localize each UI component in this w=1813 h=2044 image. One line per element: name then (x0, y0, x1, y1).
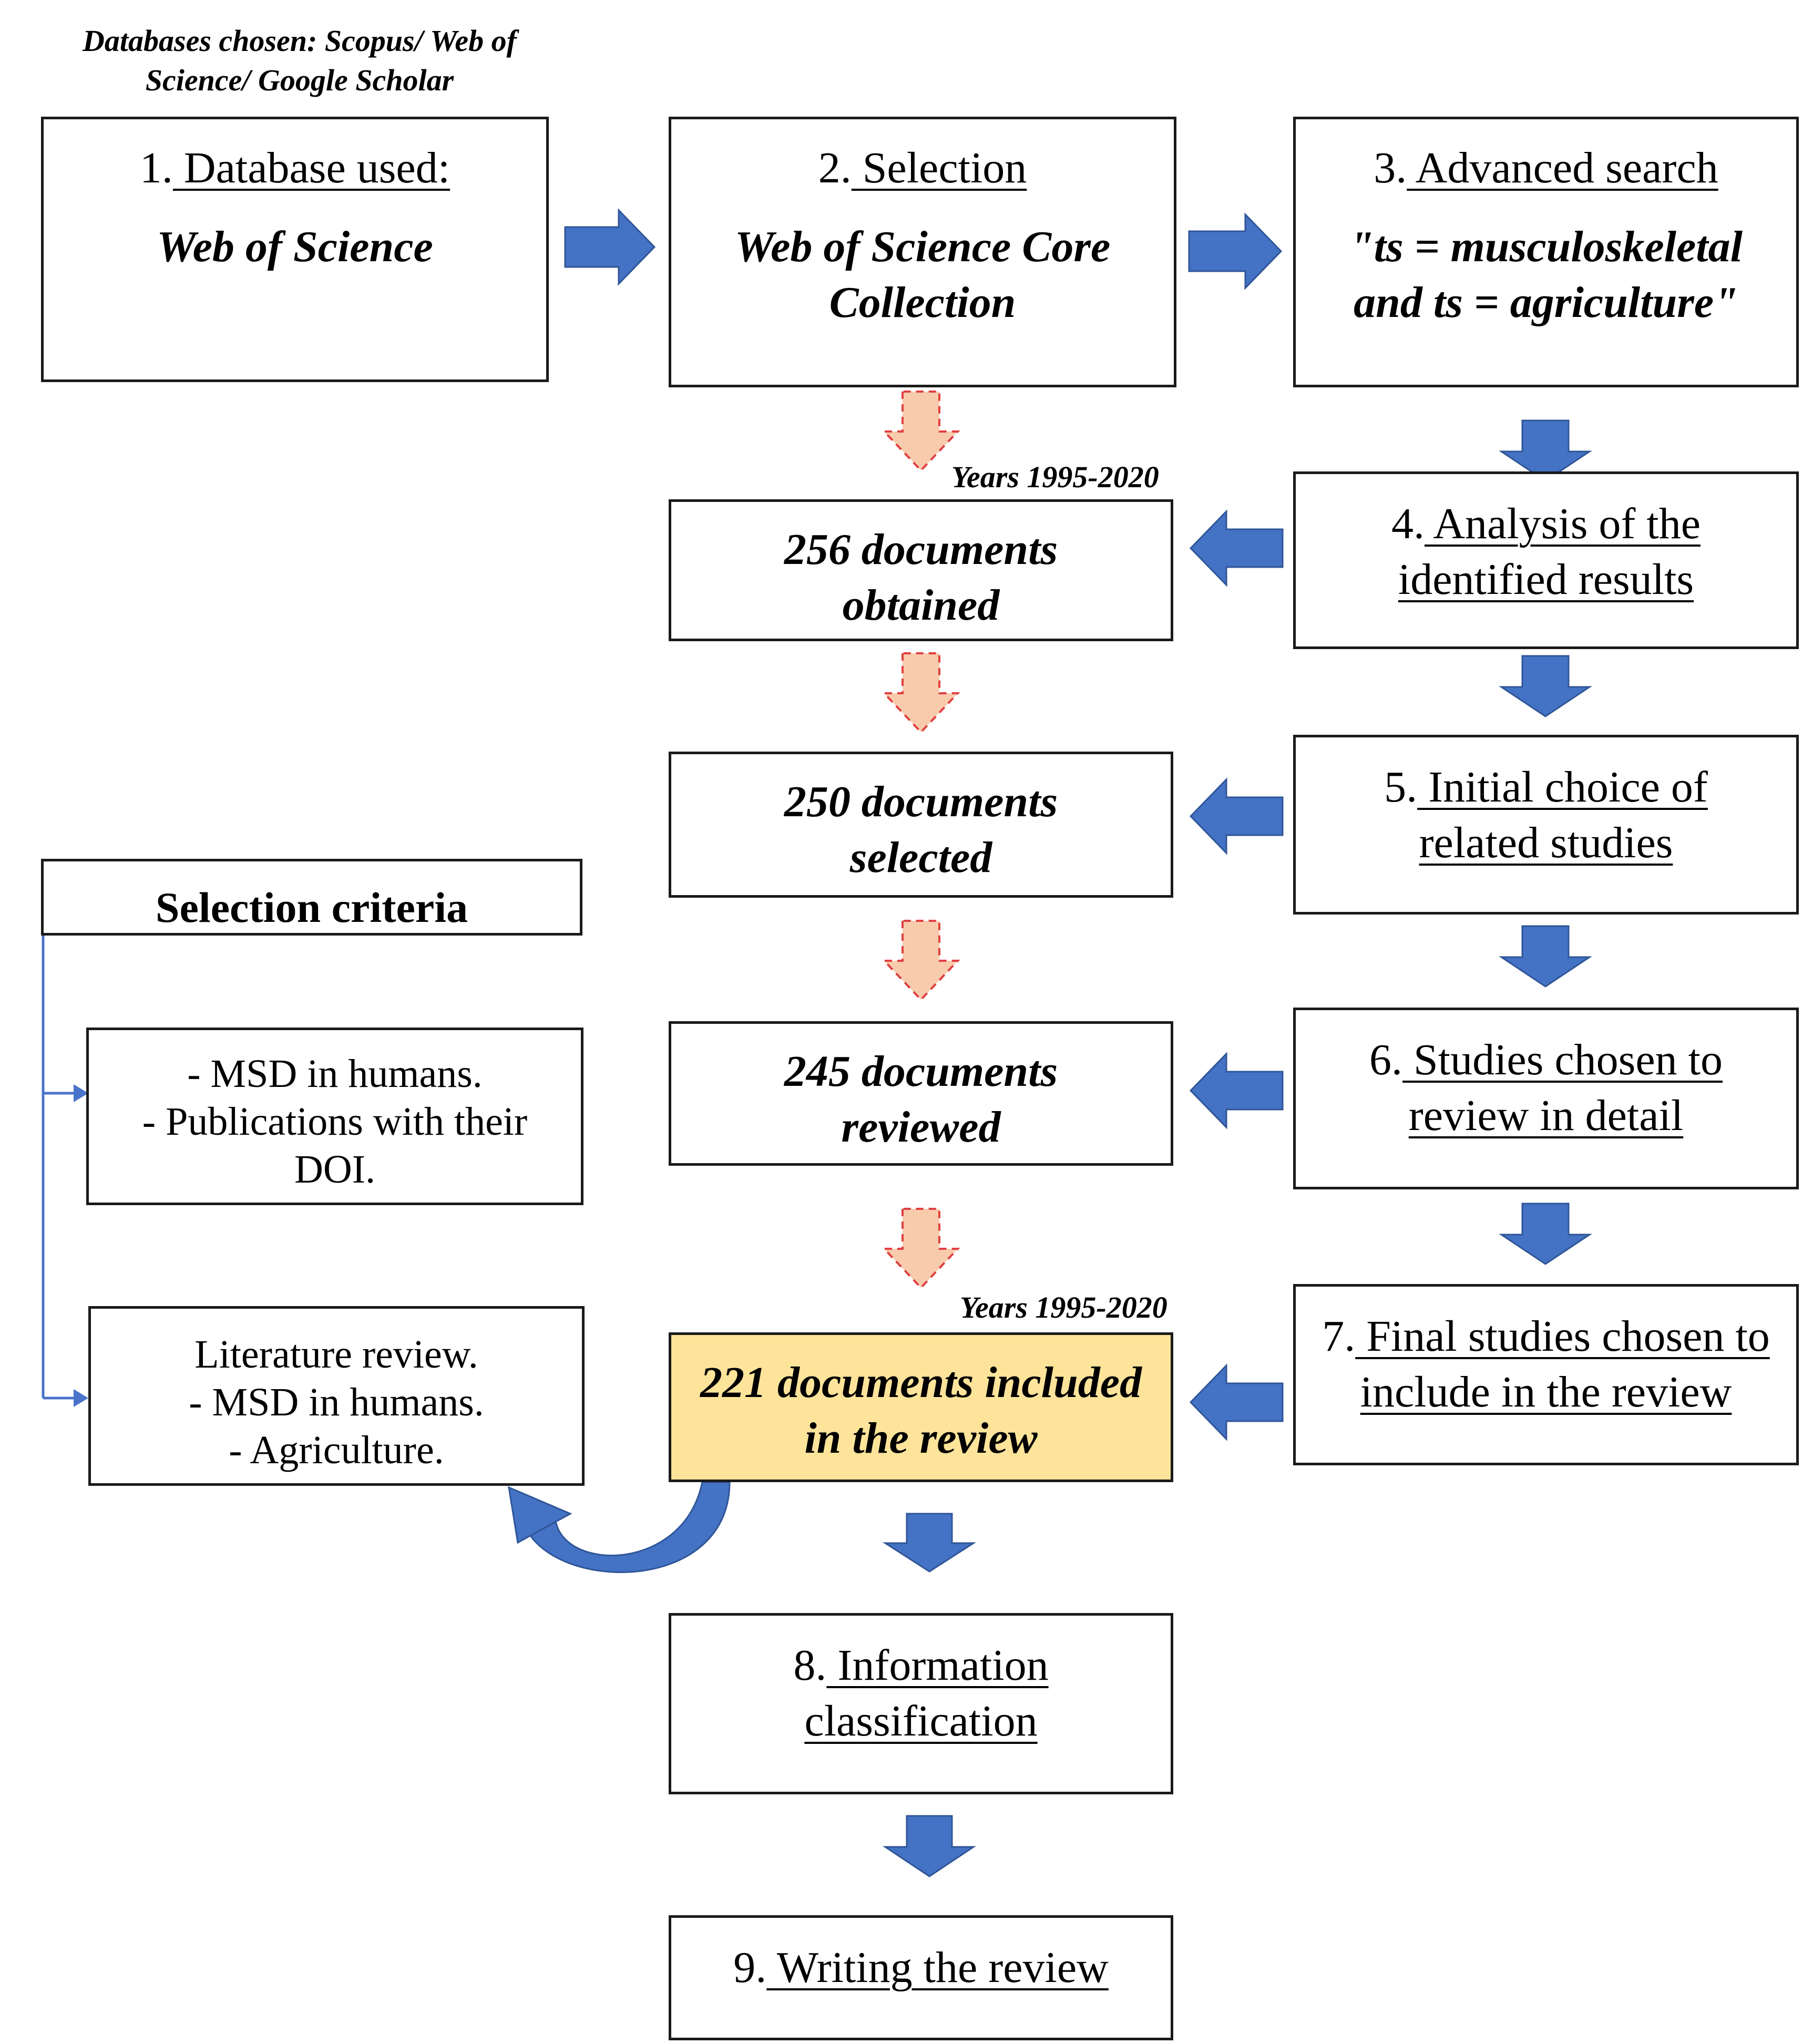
step-4-title: Analysis of the identified results (1398, 499, 1701, 604)
arrow-7-to-221 (1189, 1363, 1284, 1441)
step-7-title: Final studies chosen to include in the r… (1355, 1312, 1770, 1416)
step-9-title: Writing the review (766, 1943, 1109, 1992)
step-8-box: 8. Information classification (669, 1613, 1173, 1794)
criteria-arrowhead-1 (74, 1084, 88, 1102)
arrow-221-to-8 (882, 1513, 977, 1573)
documents-245-text: 245 documents reviewed (784, 1047, 1058, 1152)
step-6-box: 6. Studies chosen to review in detail (1293, 1008, 1799, 1189)
documents-221-box: 221 documents included in the review (669, 1332, 1173, 1482)
arrow-8-to-9 (883, 1815, 976, 1877)
arrow-5-to-6 (1499, 925, 1592, 988)
step-2-title: Selection (851, 143, 1027, 192)
step-3-detail: "ts = musculoskeletal and ts = agricultu… (1349, 222, 1743, 327)
step-4-number: 4. (1391, 499, 1425, 548)
step-3-box: 3. Advanced search "ts = musculoskeletal… (1293, 117, 1799, 387)
arrow-4-to-5 (1499, 655, 1592, 717)
step-1-number: 1. (139, 143, 173, 192)
dashed-arrow-256-to-250 (882, 652, 960, 734)
curved-return-arrowhead (508, 1486, 572, 1544)
criteria-1-line-3: DOI. (294, 1147, 376, 1192)
criteria-2-line-1: Literature review. (194, 1332, 478, 1377)
curved-return-arrow (519, 1481, 731, 1573)
databases-note: Databases chosen: Scopus/ Web of Science… (83, 24, 517, 98)
documents-245-box: 245 documents reviewed (669, 1021, 1173, 1166)
arrow-2-to-3 (1188, 212, 1283, 290)
step-1-title: Database used: (172, 143, 450, 192)
step-1-detail: Web of Science (157, 222, 433, 271)
arrow-5-to-250 (1189, 777, 1284, 855)
documents-250-box: 250 documents selected (669, 752, 1173, 898)
documents-221-text: 221 documents included in the review (700, 1358, 1142, 1463)
step-3-number: 3. (1374, 143, 1407, 192)
years-label-top: Years 1995-2020 (951, 460, 1159, 494)
step-5-number: 5. (1384, 763, 1418, 812)
dashed-arrow-2-to-256 (882, 391, 960, 472)
selection-criteria-heading: Selection criteria (41, 859, 582, 936)
criteria-2-line-2: - MSD in humans. (189, 1380, 484, 1425)
criteria-arrowhead-2 (74, 1389, 88, 1407)
arrow-6-to-7 (1499, 1203, 1592, 1265)
step-2-box: 2. Selection Web of Science Core Collect… (669, 117, 1176, 387)
step-9-box: 9. Writing the review (669, 1915, 1173, 2040)
criteria-1-line-1: - MSD in humans. (187, 1052, 483, 1096)
criteria-group-1: - MSD in humans. - Publications with the… (86, 1028, 583, 1205)
dashed-arrow-250-to-245 (882, 920, 960, 1001)
step-3-title: Advanced search (1407, 143, 1718, 192)
step-2-detail: Web of Science Core Collection (734, 222, 1111, 327)
arrow-6-to-245 (1189, 1052, 1284, 1129)
documents-256-text: 256 documents obtained (784, 525, 1058, 630)
step-7-box: 7. Final studies chosen to include in th… (1293, 1284, 1799, 1465)
arrow-4-to-256 (1189, 509, 1284, 587)
arrow-1-to-2 (564, 208, 656, 286)
step-5-title: Initial choice of related studies (1417, 763, 1708, 867)
criteria-connector (42, 936, 84, 1400)
step-2-number: 2. (818, 143, 852, 192)
step-8-title: Information classification (804, 1641, 1049, 1745)
criteria-1-line-2: - Publications with their (142, 1100, 528, 1144)
step-6-title: Studies chosen to review in detail (1402, 1035, 1723, 1140)
step-9-number: 9. (733, 1943, 767, 1992)
step-7-number: 7. (1322, 1312, 1356, 1361)
dashed-arrow-245-to-221 (882, 1208, 960, 1289)
step-5-box: 5. Initial choice of related studies (1293, 735, 1799, 915)
years-label-bottom: Years 1995-2020 (960, 1290, 1167, 1324)
arrow-3-to-4 (1499, 419, 1592, 482)
step-4-box: 4. Analysis of the identified results (1293, 471, 1799, 649)
step-1-box: 1. Database used: Web of Science (41, 117, 549, 382)
step-8-number: 8. (793, 1641, 827, 1690)
documents-256-box: 256 documents obtained (669, 499, 1173, 641)
documents-250-text: 250 documents selected (784, 777, 1058, 882)
criteria-group-2: Literature review. - MSD in humans. - Ag… (88, 1306, 585, 1486)
criteria-2-line-3: - Agriculture. (229, 1428, 444, 1473)
step-6-number: 6. (1369, 1035, 1403, 1084)
